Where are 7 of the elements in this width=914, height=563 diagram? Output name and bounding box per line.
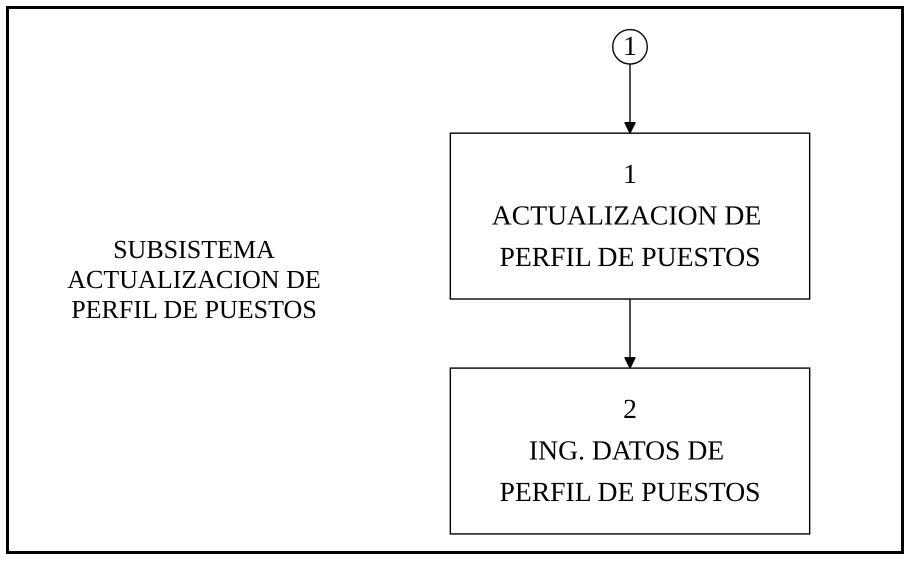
node-box xyxy=(450,132,810,300)
diagram-frame: SUBSISTEMA ACTUALIZACION DE PERFIL DE PUESTOS 1 1 ACTUALIZACION DE PERFIL DE PUESTOS 2 ING. DATOS DE PERFIL DE PUESTOS xyxy=(6,6,904,554)
title: SUBSISTEMA ACTUALIZACION DE PERFIL DE PUESTOS xyxy=(66,235,322,325)
node-circle xyxy=(612,28,648,65)
node-box xyxy=(450,367,810,535)
arrow xyxy=(624,299,636,369)
arrow xyxy=(624,64,636,134)
